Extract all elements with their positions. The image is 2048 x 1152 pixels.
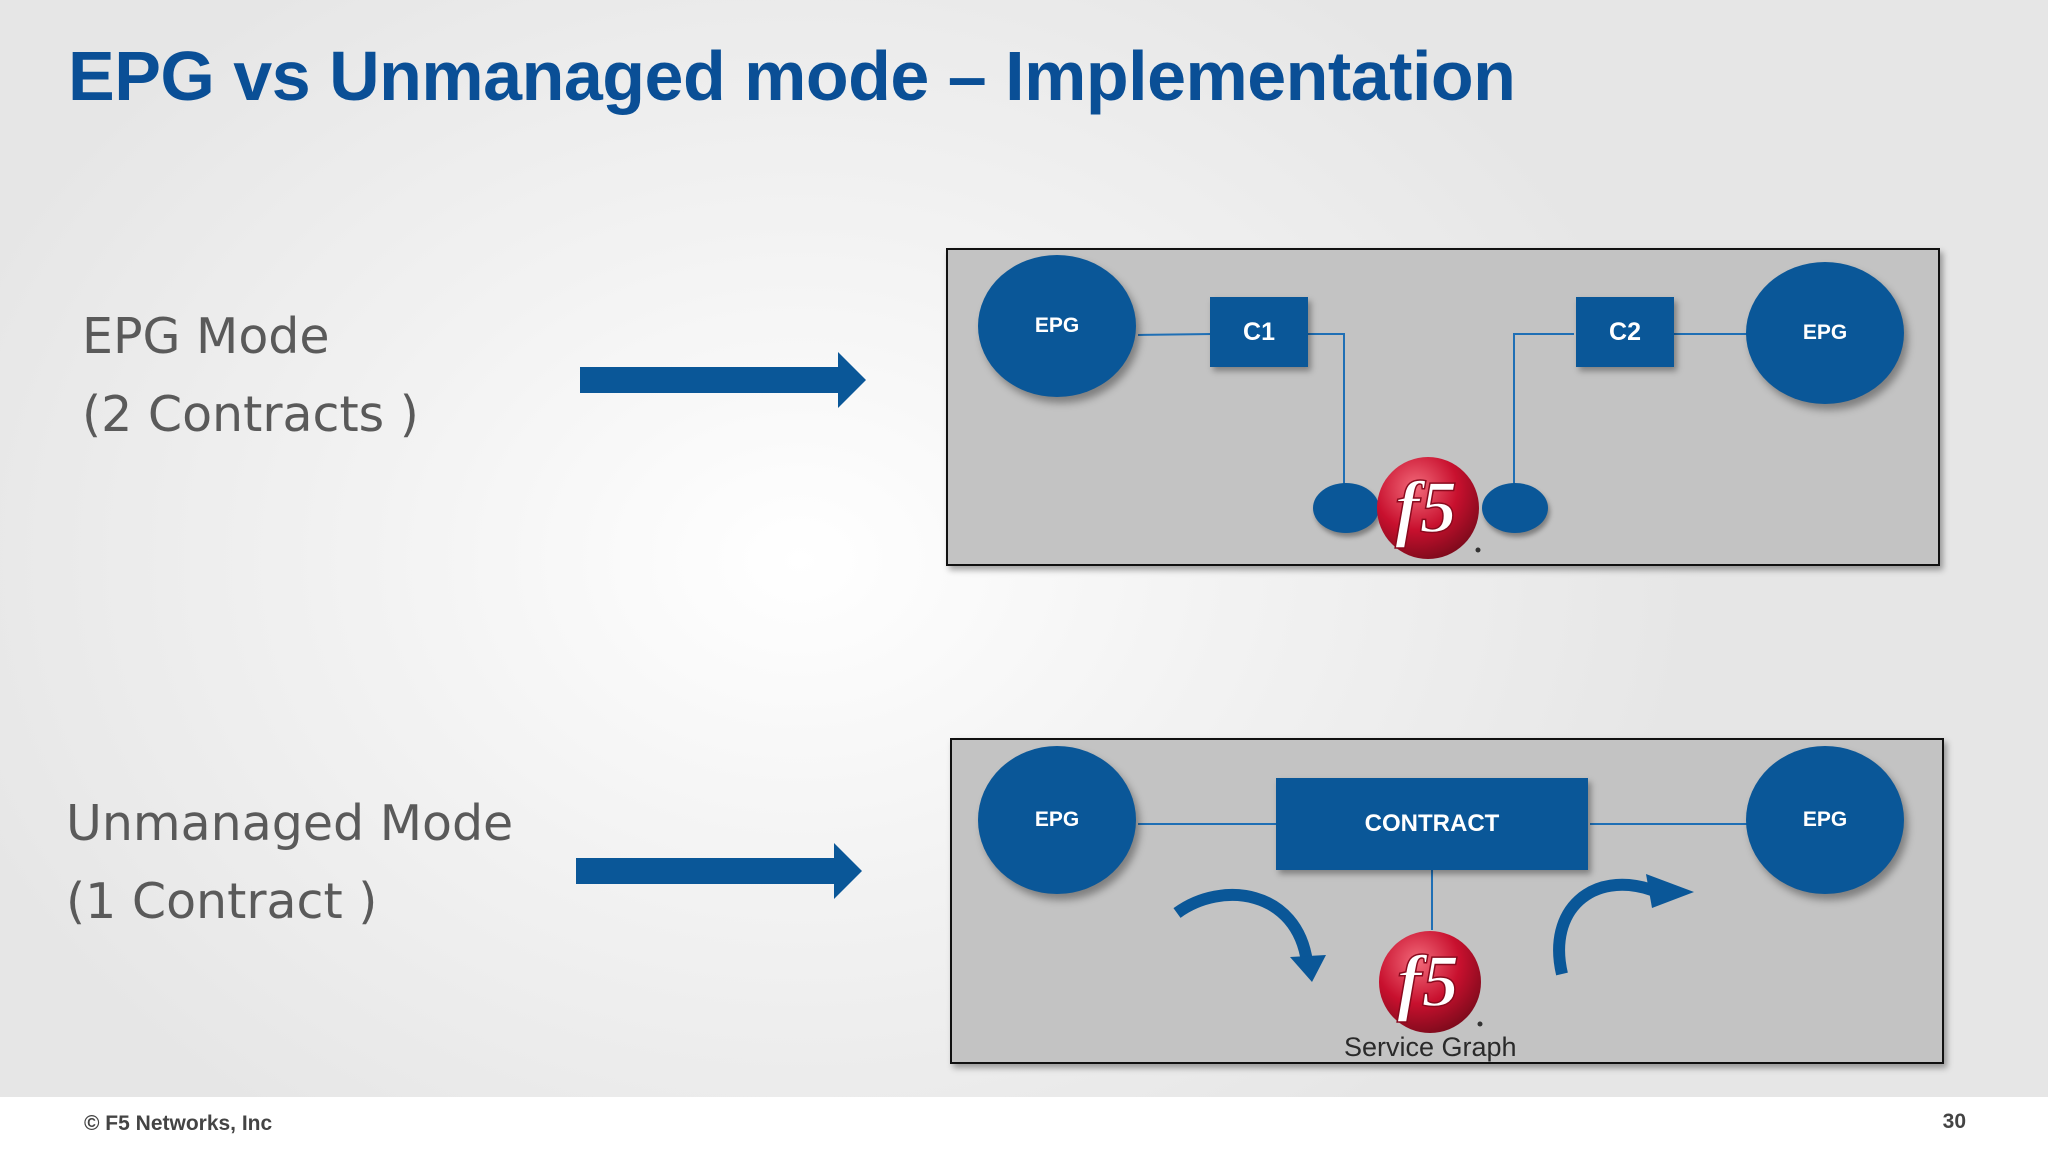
epg-right: EPG (1746, 746, 1904, 894)
unmanaged-mode-contracts: (1 Contract ) (66, 873, 378, 930)
unmanaged-mode-diagram: EPG CONTRACT EPG f5 Service Graph (950, 738, 1944, 1064)
epg-mode-label: EPG Mode (2 Contracts ) (82, 298, 419, 454)
f5-logo-icon: f5 (1377, 457, 1481, 559)
contract-box: CONTRACT (1276, 778, 1588, 870)
epg-left: EPG (978, 255, 1136, 397)
f5-logo-text: f5 (1397, 941, 1459, 1023)
page-number: 30 (1942, 1110, 1966, 1133)
unmanaged-mode-connectors (1138, 823, 1748, 982)
contract-c2: C2 (1576, 297, 1674, 367)
service-graph-label: Service Graph (1344, 1032, 1517, 1062)
footer-bar (0, 1097, 2048, 1152)
interface-left (1313, 483, 1379, 533)
interface-right (1482, 483, 1548, 533)
footer-copyright: © F5 Networks, Inc (84, 1112, 273, 1135)
f5-logo-text: f5 (1395, 467, 1457, 549)
epg-mode-connectors (1137, 333, 1748, 496)
epg-mode-diagram: EPG C1 C2 EPG f5 (946, 248, 1940, 566)
curved-arrow-icon (1173, 889, 1326, 982)
epg-right: EPG (1746, 262, 1904, 404)
epg-mode-title: EPG Mode (82, 308, 330, 365)
unmanaged-mode-label: Unmanaged Mode (1 Contract ) (66, 785, 513, 941)
curved-arrow-icon (1553, 874, 1694, 976)
right-arrow-icon (580, 352, 866, 408)
slide-title: EPG vs Unmanaged mode – Implementation (68, 37, 1516, 115)
epg-mode-contracts: (2 Contracts ) (82, 386, 419, 443)
right-arrow-icon (576, 843, 862, 899)
f5-logo-icon: f5 (1379, 931, 1483, 1033)
contract-c1: C1 (1210, 297, 1308, 367)
epg-left: EPG (978, 746, 1136, 894)
unmanaged-mode-title: Unmanaged Mode (66, 795, 514, 852)
